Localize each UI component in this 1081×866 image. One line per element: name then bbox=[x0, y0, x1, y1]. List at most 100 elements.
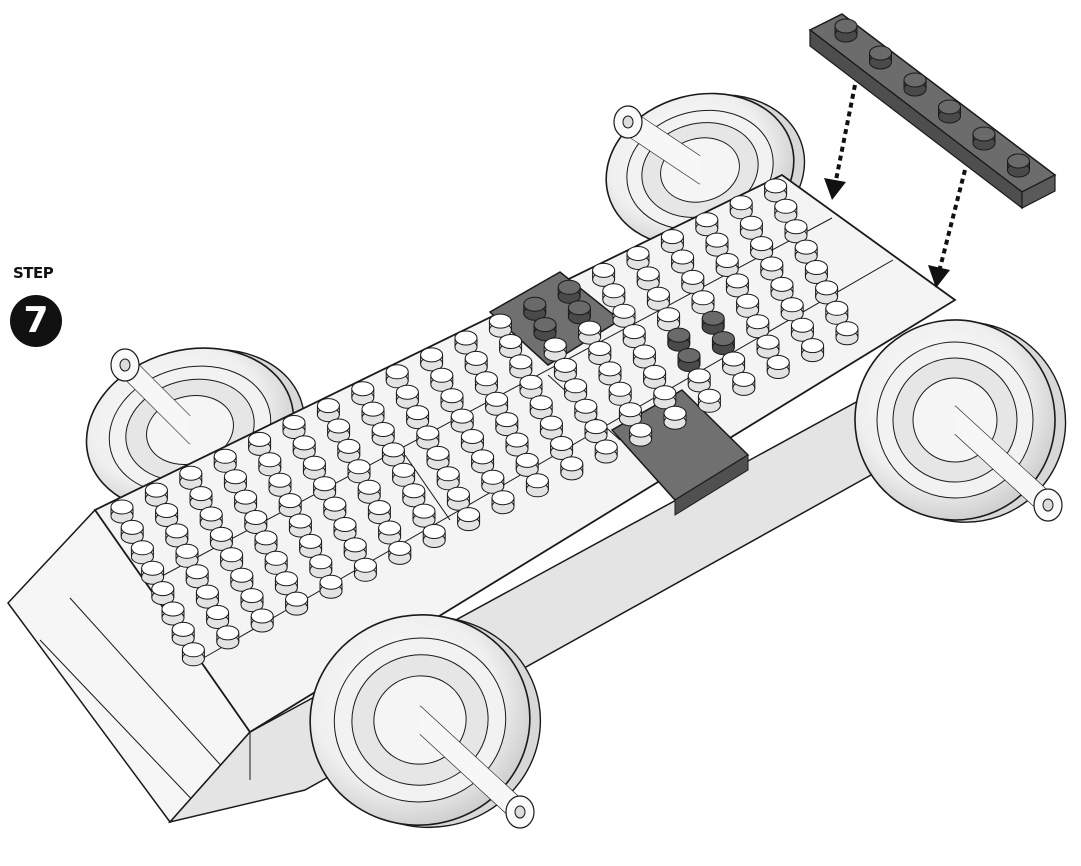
stud bbox=[733, 372, 755, 395]
stud bbox=[489, 314, 511, 337]
stud bbox=[241, 589, 263, 612]
stud bbox=[482, 470, 504, 493]
stud bbox=[609, 382, 631, 405]
stud bbox=[688, 369, 710, 392]
stud bbox=[358, 480, 380, 503]
stud bbox=[654, 386, 676, 409]
stud bbox=[791, 318, 813, 341]
stud bbox=[637, 267, 659, 290]
stud bbox=[235, 490, 257, 513]
stud bbox=[334, 518, 356, 541]
stud bbox=[678, 349, 700, 372]
stud bbox=[317, 399, 339, 422]
stud bbox=[200, 507, 222, 530]
stud bbox=[575, 399, 597, 422]
stud bbox=[221, 548, 243, 571]
stud bbox=[344, 538, 366, 561]
stud bbox=[696, 213, 718, 236]
stud bbox=[231, 568, 253, 591]
stud bbox=[131, 541, 153, 564]
stud bbox=[338, 439, 360, 462]
stud bbox=[633, 345, 655, 368]
stud bbox=[207, 606, 229, 629]
stud bbox=[437, 467, 459, 490]
down-arrow-icon bbox=[928, 170, 965, 288]
stud bbox=[447, 487, 469, 510]
stud bbox=[354, 558, 376, 581]
stud bbox=[623, 325, 645, 348]
stud bbox=[692, 291, 714, 314]
stud bbox=[544, 338, 566, 361]
stud bbox=[726, 274, 748, 297]
stud bbox=[427, 446, 449, 469]
stud bbox=[251, 609, 273, 632]
stud bbox=[593, 263, 615, 286]
stud bbox=[121, 520, 143, 543]
stud bbox=[771, 277, 793, 300]
stud bbox=[826, 301, 848, 324]
stud bbox=[245, 511, 267, 534]
new-dark-plate bbox=[810, 14, 1055, 208]
stud bbox=[352, 382, 374, 405]
stud bbox=[939, 100, 961, 123]
stud bbox=[516, 453, 538, 476]
stud bbox=[870, 46, 892, 69]
stud bbox=[682, 270, 704, 293]
stud bbox=[455, 331, 477, 354]
stud bbox=[644, 365, 666, 388]
stud bbox=[534, 318, 556, 341]
stud bbox=[595, 440, 617, 463]
stud bbox=[283, 416, 305, 439]
stud bbox=[214, 449, 236, 472]
stud bbox=[300, 534, 322, 557]
stud bbox=[747, 315, 769, 338]
stud bbox=[465, 351, 487, 374]
stud bbox=[619, 403, 641, 426]
stud bbox=[558, 280, 580, 303]
stud bbox=[767, 356, 789, 379]
stud bbox=[775, 199, 797, 222]
stud bbox=[156, 504, 178, 527]
stud bbox=[176, 544, 198, 567]
stud bbox=[389, 541, 411, 564]
stud bbox=[568, 301, 590, 324]
stud bbox=[561, 457, 583, 480]
stud bbox=[702, 311, 724, 334]
stud bbox=[486, 392, 508, 415]
stud bbox=[328, 419, 350, 442]
stud bbox=[255, 531, 277, 554]
stud bbox=[613, 304, 635, 327]
stud bbox=[293, 436, 315, 459]
stud bbox=[599, 362, 621, 385]
stud bbox=[802, 339, 824, 362]
stud bbox=[324, 497, 346, 520]
stud bbox=[658, 308, 680, 331]
stud bbox=[421, 348, 443, 371]
stud bbox=[698, 389, 720, 412]
stud bbox=[565, 379, 587, 402]
stud bbox=[496, 413, 518, 436]
stud bbox=[403, 484, 425, 507]
stud bbox=[554, 358, 576, 381]
stud bbox=[289, 514, 311, 537]
stud bbox=[730, 196, 752, 219]
stud bbox=[362, 402, 384, 425]
stud bbox=[393, 463, 415, 486]
stud bbox=[630, 423, 652, 446]
stud bbox=[396, 385, 418, 408]
stud bbox=[152, 582, 174, 605]
stud bbox=[190, 487, 212, 510]
stud bbox=[368, 501, 390, 524]
stud bbox=[585, 420, 607, 443]
stud bbox=[265, 551, 287, 574]
stud bbox=[303, 456, 325, 479]
stud bbox=[196, 585, 218, 608]
stud bbox=[142, 561, 164, 584]
stud bbox=[451, 409, 473, 432]
stud bbox=[603, 284, 625, 307]
stud bbox=[672, 250, 694, 273]
stud bbox=[526, 474, 548, 497]
stud bbox=[314, 477, 336, 500]
stud bbox=[506, 433, 528, 456]
